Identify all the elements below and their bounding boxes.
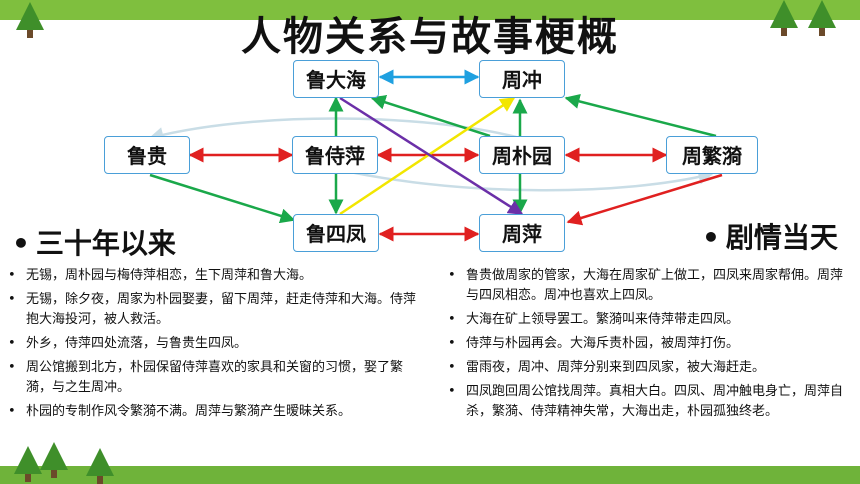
edge-purple-ludahai-zhouping (339, 96, 524, 216)
bottom-green-band (0, 466, 860, 484)
node-zhoupuyuan: 周朴园 (479, 136, 565, 174)
list-item: 四凤跑回周公馆找周萍。真相大白。四凤、周冲触电身亡，周萍自杀，繁漪、侍萍精神失常… (446, 382, 848, 422)
list-item: 无锡，周朴园与梅侍萍相恋，生下周萍和鲁大海。 (6, 266, 426, 286)
node-zhoufanyi: 周繁漪 (666, 136, 758, 174)
edge-red-zhoufanyi-zhouping (566, 173, 723, 226)
list-item: 雷雨夜，周冲、周萍分别来到四凤家，被大海赶走。 (446, 358, 848, 378)
tree-decoration (40, 442, 68, 478)
edge-yellow-lusifeng-zhouchong (339, 96, 516, 216)
left-notes-list: 无锡，周朴园与梅侍萍相恋，生下周萍和鲁大海。 无锡，除夕夜，周家为朴园娶妻，留下… (6, 266, 426, 426)
top-green-band (0, 0, 860, 20)
right-section-heading: •剧情当天 (702, 216, 838, 256)
list-item: 无锡，除夕夜，周家为朴园娶妻，留下周萍，赶走侍萍和大海。侍萍抱大海投河，被人救活… (6, 290, 426, 330)
node-lugui: 鲁贵 (104, 136, 190, 174)
tree-decoration (86, 448, 114, 484)
edge-grey-lushiping-zhoufanyi (349, 169, 714, 192)
node-zhouchong: 周冲 (479, 60, 565, 98)
tree-decoration (770, 0, 798, 36)
tree-decoration (14, 446, 42, 482)
list-item: 外乡，侍萍四处流落，与鲁贵生四凤。 (6, 334, 426, 354)
bullet-icon: • (702, 221, 720, 254)
left-section-heading: •三十年以来 (12, 222, 176, 262)
edge-green-zhoufanyi-zhouchong (564, 94, 717, 138)
node-zhouping: 周萍 (479, 214, 565, 252)
left-heading-text: 三十年以来 (35, 227, 176, 260)
list-item: 周公馆搬到北方，朴园保留侍萍喜欢的家具和关窗的习惯，娶了繁漪，与之生周冲。 (6, 358, 426, 398)
page-title: 人物关系与故事梗概 (241, 14, 619, 60)
right-heading-text: 剧情当天 (725, 221, 838, 254)
bullet-icon: • (12, 227, 30, 260)
right-notes-list: 鲁贵做周家的管家，大海在周家矿上做工，四凤来周家帮佣。周萍与四凤相恋。周冲也喜欢… (446, 266, 848, 426)
list-item: 朴园的专制作风令繁漪不满。周萍与繁漪产生暧昧关系。 (6, 402, 426, 422)
list-item: 侍萍与朴园再会。大海斥责朴园，被周萍打伤。 (446, 334, 848, 354)
tree-decoration (16, 2, 44, 38)
list-item: 大海在矿上领导罢工。繁漪叫来侍萍带走四凤。 (446, 310, 848, 330)
edge-green-zhoupuyuan-ludahai (370, 94, 491, 138)
node-ludahai: 鲁大海 (293, 60, 379, 98)
tree-decoration (808, 0, 836, 36)
node-lusifeng: 鲁四凤 (293, 214, 379, 252)
edge-green-lugui-lusifeng (149, 173, 296, 224)
list-item: 鲁贵做周家的管家，大海在周家矿上做工，四凤来周家帮佣。周萍与四凤相恋。周冲也喜欢… (446, 266, 848, 306)
node-lushiping: 鲁侍萍 (292, 136, 378, 174)
